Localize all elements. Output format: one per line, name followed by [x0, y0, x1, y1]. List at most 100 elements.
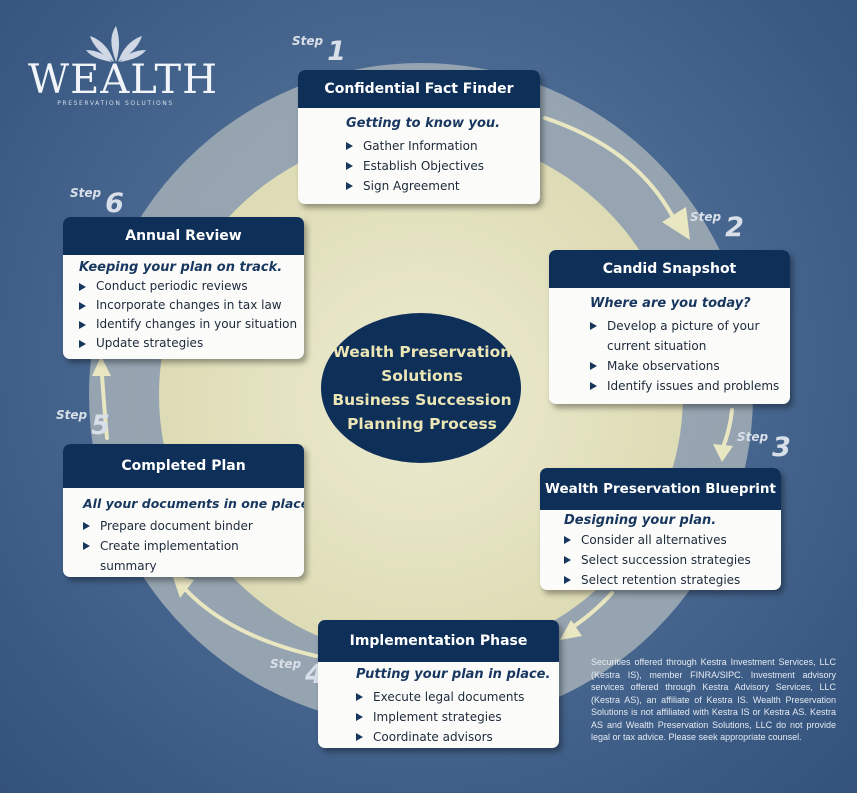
arrow-step1-to-step2	[543, 116, 678, 225]
list-item: Update strategies	[79, 334, 298, 353]
card-title: Wealth Preservation Blueprint	[540, 468, 781, 510]
company-logo: WEALTH PRESERVATION SOLUTIONS	[28, 24, 219, 109]
list-item: Establish Objectives	[346, 156, 530, 176]
center-title-line: Wealth Preservation	[332, 343, 512, 361]
list-item-text: Execute legal documents	[373, 690, 525, 704]
logo-wordmark: WEALTH	[28, 57, 219, 103]
step-label: Step	[70, 186, 102, 200]
list-item: Conduct periodic reviews	[79, 277, 298, 296]
step-number: 6	[105, 188, 124, 219]
list-item-text: Conduct periodic reviews	[96, 279, 248, 293]
arrowhead-step4	[560, 620, 582, 640]
step-label: Step	[56, 408, 88, 422]
center-title-line: Solutions	[381, 367, 463, 385]
bullet-triangle-icon	[590, 362, 597, 370]
bullet-triangle-icon	[564, 576, 571, 584]
step-label: Step	[690, 210, 722, 224]
bullet-triangle-icon	[346, 182, 353, 190]
bullet-triangle-icon	[346, 142, 353, 150]
bullet-triangle-icon	[590, 382, 597, 390]
card-item-list: Prepare document binder Create implement…	[83, 516, 298, 576]
step-number: 5	[91, 410, 110, 441]
card-title: Implementation Phase	[318, 620, 559, 662]
list-item-text: Develop a picture of your current situat…	[607, 319, 760, 353]
list-item: Select retention strategies	[564, 570, 771, 590]
card-title: Candid Snapshot	[549, 250, 790, 288]
list-item-text: Update strategies	[96, 336, 204, 350]
card-subtitle: Getting to know you.	[346, 116, 501, 131]
bullet-triangle-icon	[83, 522, 90, 530]
list-item-text: Incorporate changes in tax law	[96, 298, 282, 312]
arrow-step4-to-step5	[184, 588, 318, 658]
center-title-line: Business Succession	[332, 391, 512, 409]
step-label: Step	[737, 430, 769, 444]
arrowhead-step5	[172, 574, 194, 598]
list-item-text: Select succession strategies	[581, 553, 751, 567]
list-item-text: Prepare document binder	[100, 519, 253, 533]
step-label: Step	[270, 657, 302, 671]
arrowhead-step2	[662, 207, 690, 240]
list-item-text: Identify changes in your situation	[96, 317, 298, 331]
step-4-card: Implementation Phase Putting your plan i…	[318, 620, 559, 748]
step-number: 3	[772, 432, 791, 463]
bullet-triangle-icon	[564, 536, 571, 544]
bullet-triangle-icon	[564, 556, 571, 564]
legal-disclaimer: Securities offered through Kestra Invest…	[591, 657, 836, 742]
card-item-list: Execute legal documents Implement strate…	[356, 687, 549, 747]
list-item-text: Consider all alternatives	[581, 533, 727, 547]
card-item-list: Gather Information Establish Objectives …	[346, 136, 530, 196]
list-item: Incorporate changes in tax law	[79, 296, 298, 315]
bullet-triangle-icon	[83, 542, 90, 550]
list-item-text: Coordinate advisors	[373, 730, 493, 744]
list-item-text: Sign Agreement	[363, 179, 460, 193]
card-subtitle: All your documents in one place.	[83, 496, 304, 511]
step-label: Step	[292, 34, 324, 48]
bullet-triangle-icon	[79, 302, 86, 310]
list-item: Create implementation summary	[83, 536, 298, 576]
list-item: Coordinate advisors	[356, 727, 549, 747]
bullet-triangle-icon	[346, 162, 353, 170]
list-item: Select succession strategies	[564, 550, 771, 570]
step-number: 1	[327, 36, 346, 67]
card-subtitle: Putting your plan in place.	[356, 667, 551, 682]
arrowhead-step3	[713, 444, 733, 462]
list-item-text: Create implementation summary	[100, 539, 239, 573]
list-item: Gather Information	[346, 136, 530, 156]
step-5-card: Completed Plan All your documents in one…	[63, 444, 304, 577]
list-item: Prepare document binder	[83, 516, 298, 536]
step-1-card: Confidential Fact Finder Getting to know…	[298, 70, 540, 204]
leaf-emblem-icon	[86, 26, 146, 62]
center-oval	[321, 313, 521, 463]
list-item-text: Make observations	[607, 359, 720, 373]
arrowhead-step6	[92, 356, 111, 376]
bullet-triangle-icon	[79, 340, 86, 348]
list-item-text: Identify issues and problems	[607, 379, 780, 393]
logo-tagline: PRESERVATION SOLUTIONS	[57, 100, 174, 107]
bullet-triangle-icon	[79, 283, 86, 291]
center-title: Wealth Preservation Solutions Business S…	[322, 340, 522, 436]
card-item-list: Consider all alternatives Select success…	[564, 530, 771, 590]
list-item: Identify issues and problems	[590, 376, 782, 396]
card-title: Completed Plan	[63, 444, 304, 488]
list-item-text: Select retention strategies	[581, 573, 741, 587]
bullet-triangle-icon	[590, 322, 597, 330]
bullet-triangle-icon	[356, 693, 363, 701]
list-item: Consider all alternatives	[564, 530, 771, 550]
bullet-triangle-icon	[79, 321, 86, 329]
bullet-triangle-icon	[356, 733, 363, 741]
step-number: 2	[725, 212, 744, 243]
card-title: Confidential Fact Finder	[298, 70, 540, 108]
card-item-list: Develop a picture of your current situat…	[590, 316, 782, 396]
card-subtitle: Keeping your plan on track.	[79, 260, 283, 275]
list-item: Make observations	[590, 356, 782, 376]
step-2-card: Candid Snapshot Where are you today? Dev…	[549, 250, 790, 404]
step-6-card: Annual Review Keeping your plan on track…	[63, 217, 304, 359]
bullet-triangle-icon	[356, 713, 363, 721]
list-item: Execute legal documents	[356, 687, 549, 707]
list-item-text: Establish Objectives	[363, 159, 485, 173]
list-item: Implement strategies	[356, 707, 549, 727]
